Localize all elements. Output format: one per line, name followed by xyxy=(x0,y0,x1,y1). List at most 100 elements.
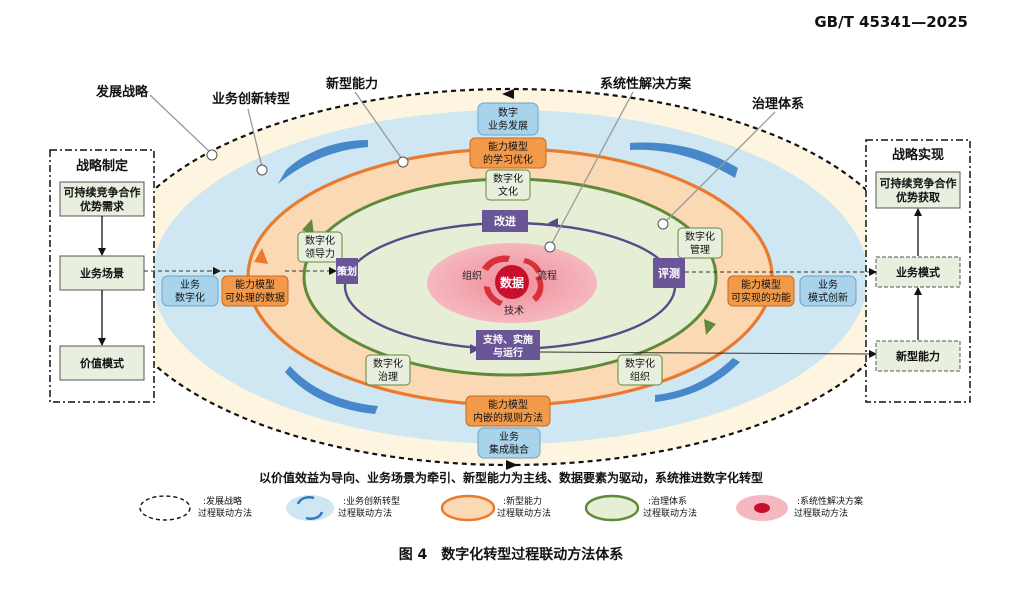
data-core-circle xyxy=(495,265,529,299)
leader-solution-dot xyxy=(544,241,556,253)
legend-label-business: :业务创新转型 xyxy=(343,495,400,507)
box-gov-culture xyxy=(485,169,531,201)
box-evaluate xyxy=(653,258,685,288)
capability-arrow-left xyxy=(254,248,268,264)
legend-swatch-capability xyxy=(440,494,496,522)
legend-swatch-strategy xyxy=(139,495,191,521)
governance-arrow-left xyxy=(302,219,314,235)
business-mode-label: 业务模式 xyxy=(896,265,940,279)
core-process-label: 流程 xyxy=(537,269,557,282)
leader-strategy xyxy=(149,94,213,155)
legend-solution-core xyxy=(754,503,770,513)
box-support xyxy=(476,330,540,360)
support-line-2: 与运行 xyxy=(493,346,523,359)
leader-strategy-dot xyxy=(206,149,218,161)
pdca-arrow-bottom xyxy=(470,344,480,354)
cap-functions-line-2: 可实现的功能 xyxy=(731,291,791,304)
swirl-arrow-4 xyxy=(523,258,542,273)
leader-governance xyxy=(664,111,776,223)
gov-leadership-line-2: 领导力 xyxy=(305,247,335,260)
standard-number: GB/T 45341—2025 xyxy=(814,13,968,31)
left-panel-title: 战略制定 xyxy=(76,158,128,174)
biz-digital-dev-line-1: 数字 xyxy=(498,106,518,119)
box-biz-integration xyxy=(477,427,541,459)
gov-organization-line-2: 组织 xyxy=(630,370,650,383)
legend-sub-solution: 过程联动方法 xyxy=(794,507,848,519)
callout-strategy: 发展战略 xyxy=(95,84,149,100)
box-gov-leadership xyxy=(297,231,343,263)
cap-processable-line-1: 能力模型 xyxy=(235,278,275,291)
legend-sub-strategy: 过程联动方法 xyxy=(198,507,252,519)
box-cap-functions xyxy=(727,275,795,307)
biz-model-innovation-line-1: 业务 xyxy=(818,278,838,291)
gov-governance-line-2: 治理 xyxy=(378,370,398,383)
biz-model-innovation-line-2: 模式创新 xyxy=(808,291,848,304)
legend-label-governance: :治理体系 xyxy=(648,495,687,507)
legend-sub-governance: 过程联动方法 xyxy=(643,507,697,519)
callout-system-solution: 系统性解决方案 xyxy=(600,76,692,92)
leader-business xyxy=(247,108,263,168)
strategy-arrow-top xyxy=(502,89,514,99)
legend-sub-capability: 过程联动方法 xyxy=(497,507,551,519)
leader-governance-dot xyxy=(657,218,669,230)
gov-management-line-1: 数字化 xyxy=(685,230,715,243)
cap-learning-line-2: 的学习优化 xyxy=(483,153,533,166)
core-data-label: 数据 xyxy=(500,275,524,290)
cap-rules-line-2: 内嵌的规则方法 xyxy=(473,411,543,424)
legend-sub-business: 过程联动方法 xyxy=(338,507,392,519)
box-plan xyxy=(336,258,358,284)
gov-leadership-line-1: 数字化 xyxy=(305,234,335,247)
evaluate-label: 评测 xyxy=(658,266,680,280)
box-cap-rules xyxy=(465,395,551,427)
legend-label-capability: :新型能力 xyxy=(503,495,542,507)
box-gov-governance xyxy=(365,354,411,386)
swoosh-top-right xyxy=(630,142,738,178)
leader-capability-dot xyxy=(397,156,409,168)
cap-rules-line-1: 能力模型 xyxy=(488,398,528,411)
value-mode-label: 价值模式 xyxy=(80,356,124,370)
flow-support-to-right xyxy=(539,349,877,358)
biz-digital-dev-line-2: 业务发展 xyxy=(488,119,528,132)
swirl-arrow-1 xyxy=(482,255,510,271)
swoosh-bottom-left xyxy=(285,366,378,414)
leader-capability xyxy=(354,91,403,160)
scenario-label: 业务场景 xyxy=(80,266,124,280)
box-gov-organization xyxy=(617,354,663,386)
right-panel-title: 战略实现 xyxy=(892,147,944,163)
value-mode-box xyxy=(59,345,145,381)
box-biz-model-innovation xyxy=(799,275,857,307)
gov-culture-line-1: 数字化 xyxy=(493,172,523,185)
box-biz-digitization xyxy=(161,275,219,307)
support-line-1: 支持、实施 xyxy=(482,333,533,346)
swoosh-top-left xyxy=(278,140,368,184)
legend-business-swirl xyxy=(296,496,324,520)
cap-learning-line-1: 能力模型 xyxy=(488,140,528,153)
plan-label: 策划 xyxy=(337,265,357,278)
box-cap-processable xyxy=(221,275,289,307)
box-improve xyxy=(482,210,528,232)
swirl-arrow-2 xyxy=(532,275,544,302)
business-mode-box xyxy=(875,256,961,288)
biz-digitization-line-1: 业务 xyxy=(180,278,200,291)
legend-swatch-governance xyxy=(584,494,640,522)
swoosh-bottom-right xyxy=(655,358,740,402)
governance-arrow-right xyxy=(704,319,716,335)
legend-label-strategy: :发展战略 xyxy=(203,495,242,507)
core-technology-label: 技术 xyxy=(504,304,524,317)
legend: :发展战略 过程联动方法 :业务创新转型 过程联动方法 :新型能力 过程联动方法… xyxy=(139,494,863,522)
leader-business-dot xyxy=(256,164,268,176)
figure-caption: 图 4 数字化转型过程联动方法体系 xyxy=(399,546,624,563)
gov-culture-line-2: 文化 xyxy=(498,185,518,198)
cap-processable-line-2: 可处理的数据 xyxy=(225,291,285,304)
new-capability-box xyxy=(875,340,961,372)
gov-management-line-2: 管理 xyxy=(690,243,710,256)
demand-box xyxy=(59,181,145,217)
cap-functions-line-1: 能力模型 xyxy=(741,278,781,291)
biz-integration-line-1: 业务 xyxy=(499,430,519,443)
gov-governance-line-1: 数字化 xyxy=(373,357,403,370)
gov-organization-line-1: 数字化 xyxy=(625,357,655,370)
callout-new-capability: 新型能力 xyxy=(326,76,378,92)
improve-label: 改进 xyxy=(494,214,516,228)
